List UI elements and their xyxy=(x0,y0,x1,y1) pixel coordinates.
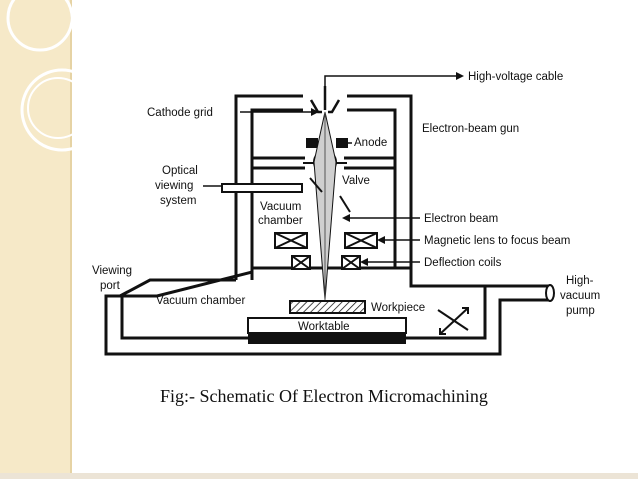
label-valve: Valve xyxy=(342,175,370,187)
figure-caption: Fig:- Schematic Of Electron Micromachini… xyxy=(160,386,488,406)
label-magnetic-lens: Magnetic lens to focus beam xyxy=(424,235,570,247)
label-electron-beam: Electron beam xyxy=(424,213,498,225)
label-vacuum-chamber-lower: Vacuum chamber xyxy=(156,295,245,307)
label-deflection-coils: Deflection coils xyxy=(424,257,502,269)
side-band-edge xyxy=(70,0,72,479)
label-vacuum: Vacuum xyxy=(260,201,301,213)
deflection-coils-icon xyxy=(291,255,361,270)
deflector-right xyxy=(339,195,351,213)
cathode-grid xyxy=(309,86,341,114)
optical-tube xyxy=(221,183,303,193)
motion-double-arrow xyxy=(437,307,469,335)
label-high-vacuum-1: High- xyxy=(566,275,594,287)
magnetic-lens-icon xyxy=(274,232,378,249)
label-high-voltage-cable: High-voltage cable xyxy=(468,71,563,83)
label-chamber: chamber xyxy=(258,215,303,227)
label-system: system xyxy=(160,195,196,207)
decorative-rings xyxy=(6,0,104,152)
pump-pipe-end xyxy=(545,284,555,302)
label-worktable: Worktable xyxy=(298,321,350,333)
label-high-vacuum-2: vacuum xyxy=(560,290,600,302)
label-viewing: viewing xyxy=(155,180,193,192)
label-anode: Anode xyxy=(354,137,387,149)
anode-right xyxy=(336,138,348,148)
worktable-base xyxy=(248,333,406,344)
label-workpiece: Workpiece xyxy=(371,302,425,314)
label-optical: Optical xyxy=(162,165,198,177)
label-electron-beam-gun: Electron-beam gun xyxy=(422,123,519,135)
label-high-vacuum-3: pump xyxy=(566,305,595,317)
label-viewing-port-1: Viewing xyxy=(92,265,132,277)
leader-lines xyxy=(203,72,464,266)
workpiece xyxy=(289,300,366,314)
label-cathode-grid: Cathode grid xyxy=(147,107,213,119)
anode-left xyxy=(306,138,318,148)
deflector-left xyxy=(309,177,323,193)
gun-housing xyxy=(234,94,413,280)
slide-bottom-strip xyxy=(0,473,638,479)
label-viewing-port-2: port xyxy=(100,280,121,292)
